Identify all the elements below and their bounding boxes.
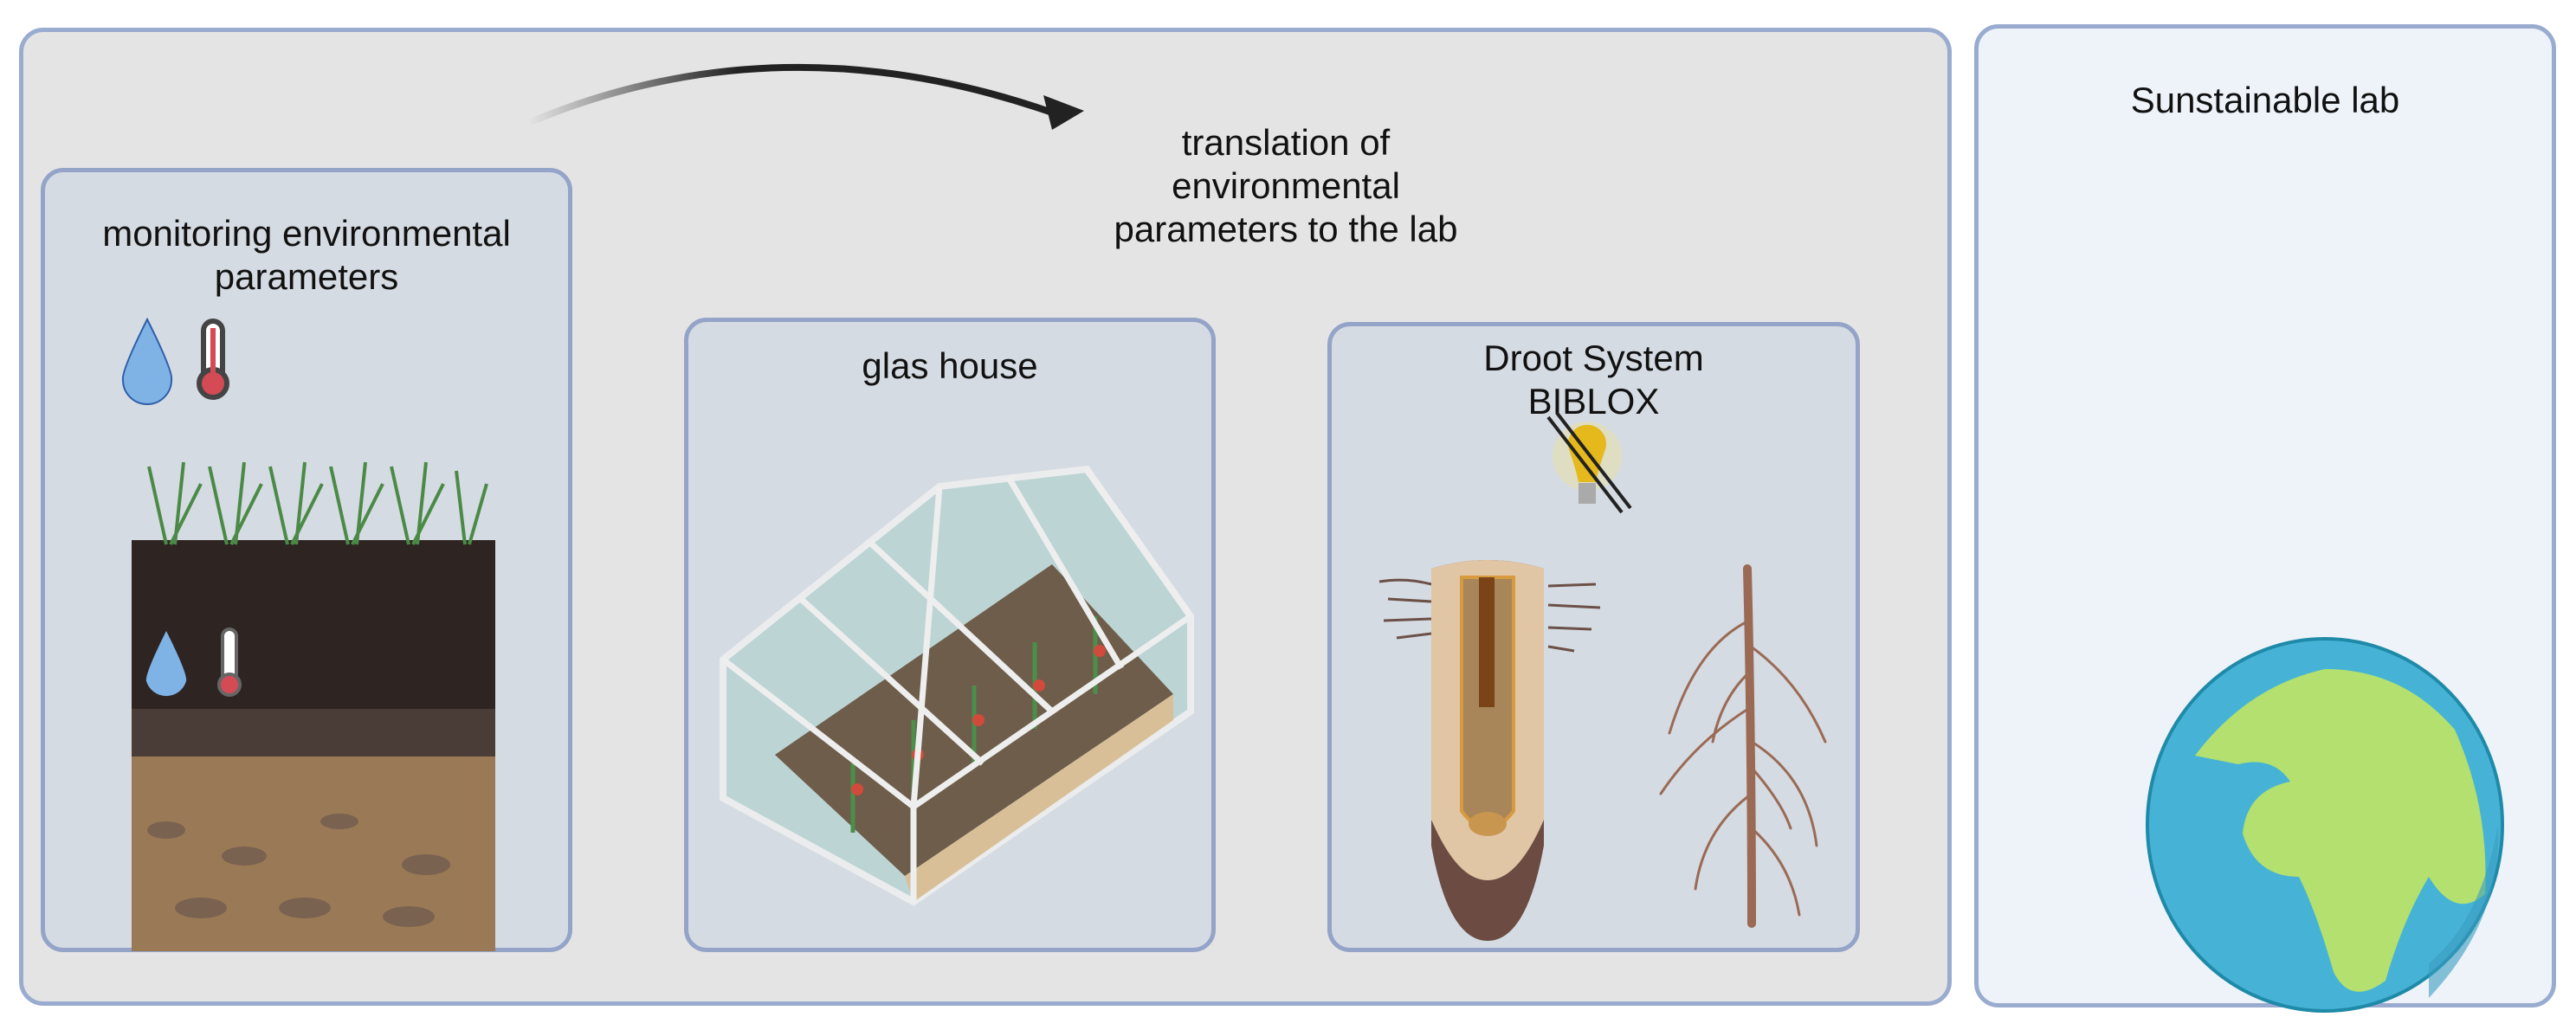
translation-line-3: parameters to the lab bbox=[1114, 209, 1458, 249]
branching-root-illustration bbox=[1659, 564, 1827, 928]
greenhouse-illustration bbox=[720, 465, 1194, 906]
droot-system-box: Droot System BIBLOX bbox=[1327, 322, 1860, 952]
thermometer-icon bbox=[197, 319, 229, 400]
sustainable-lab-title: Sunstainable lab bbox=[2130, 80, 2400, 120]
monitoring-title-line-1: monitoring environmental bbox=[102, 213, 511, 254]
sustainable-lab-panel: Sunstainable lab bbox=[1974, 24, 2556, 1013]
water-drop-icon bbox=[121, 317, 173, 405]
monitoring-box: monitoring environmental parameters bbox=[41, 168, 572, 952]
droot-title-line-2: BIBLOX bbox=[1527, 381, 1660, 422]
crossed-out-light-bulb-icon bbox=[1546, 411, 1632, 514]
root-tip-cross-section-illustration bbox=[1378, 560, 1601, 941]
soil-thermometer-icon bbox=[217, 628, 242, 697]
monitoring-title-line-2: parameters bbox=[214, 256, 399, 297]
earth-globe-icon bbox=[2146, 637, 2504, 1013]
droot-title-line-1: Droot System bbox=[1483, 338, 1704, 378]
translation-line-1: translation of bbox=[1181, 122, 1391, 163]
glas-house-box: glas house bbox=[684, 318, 1216, 952]
soil-cross-section-illustration bbox=[132, 461, 495, 951]
glas-house-title: glas house bbox=[862, 345, 1038, 386]
translation-line-2: environmental bbox=[1172, 165, 1400, 206]
translation-label: translation of environmental parameters … bbox=[1065, 121, 1507, 251]
soil-water-drop-icon bbox=[145, 631, 187, 697]
